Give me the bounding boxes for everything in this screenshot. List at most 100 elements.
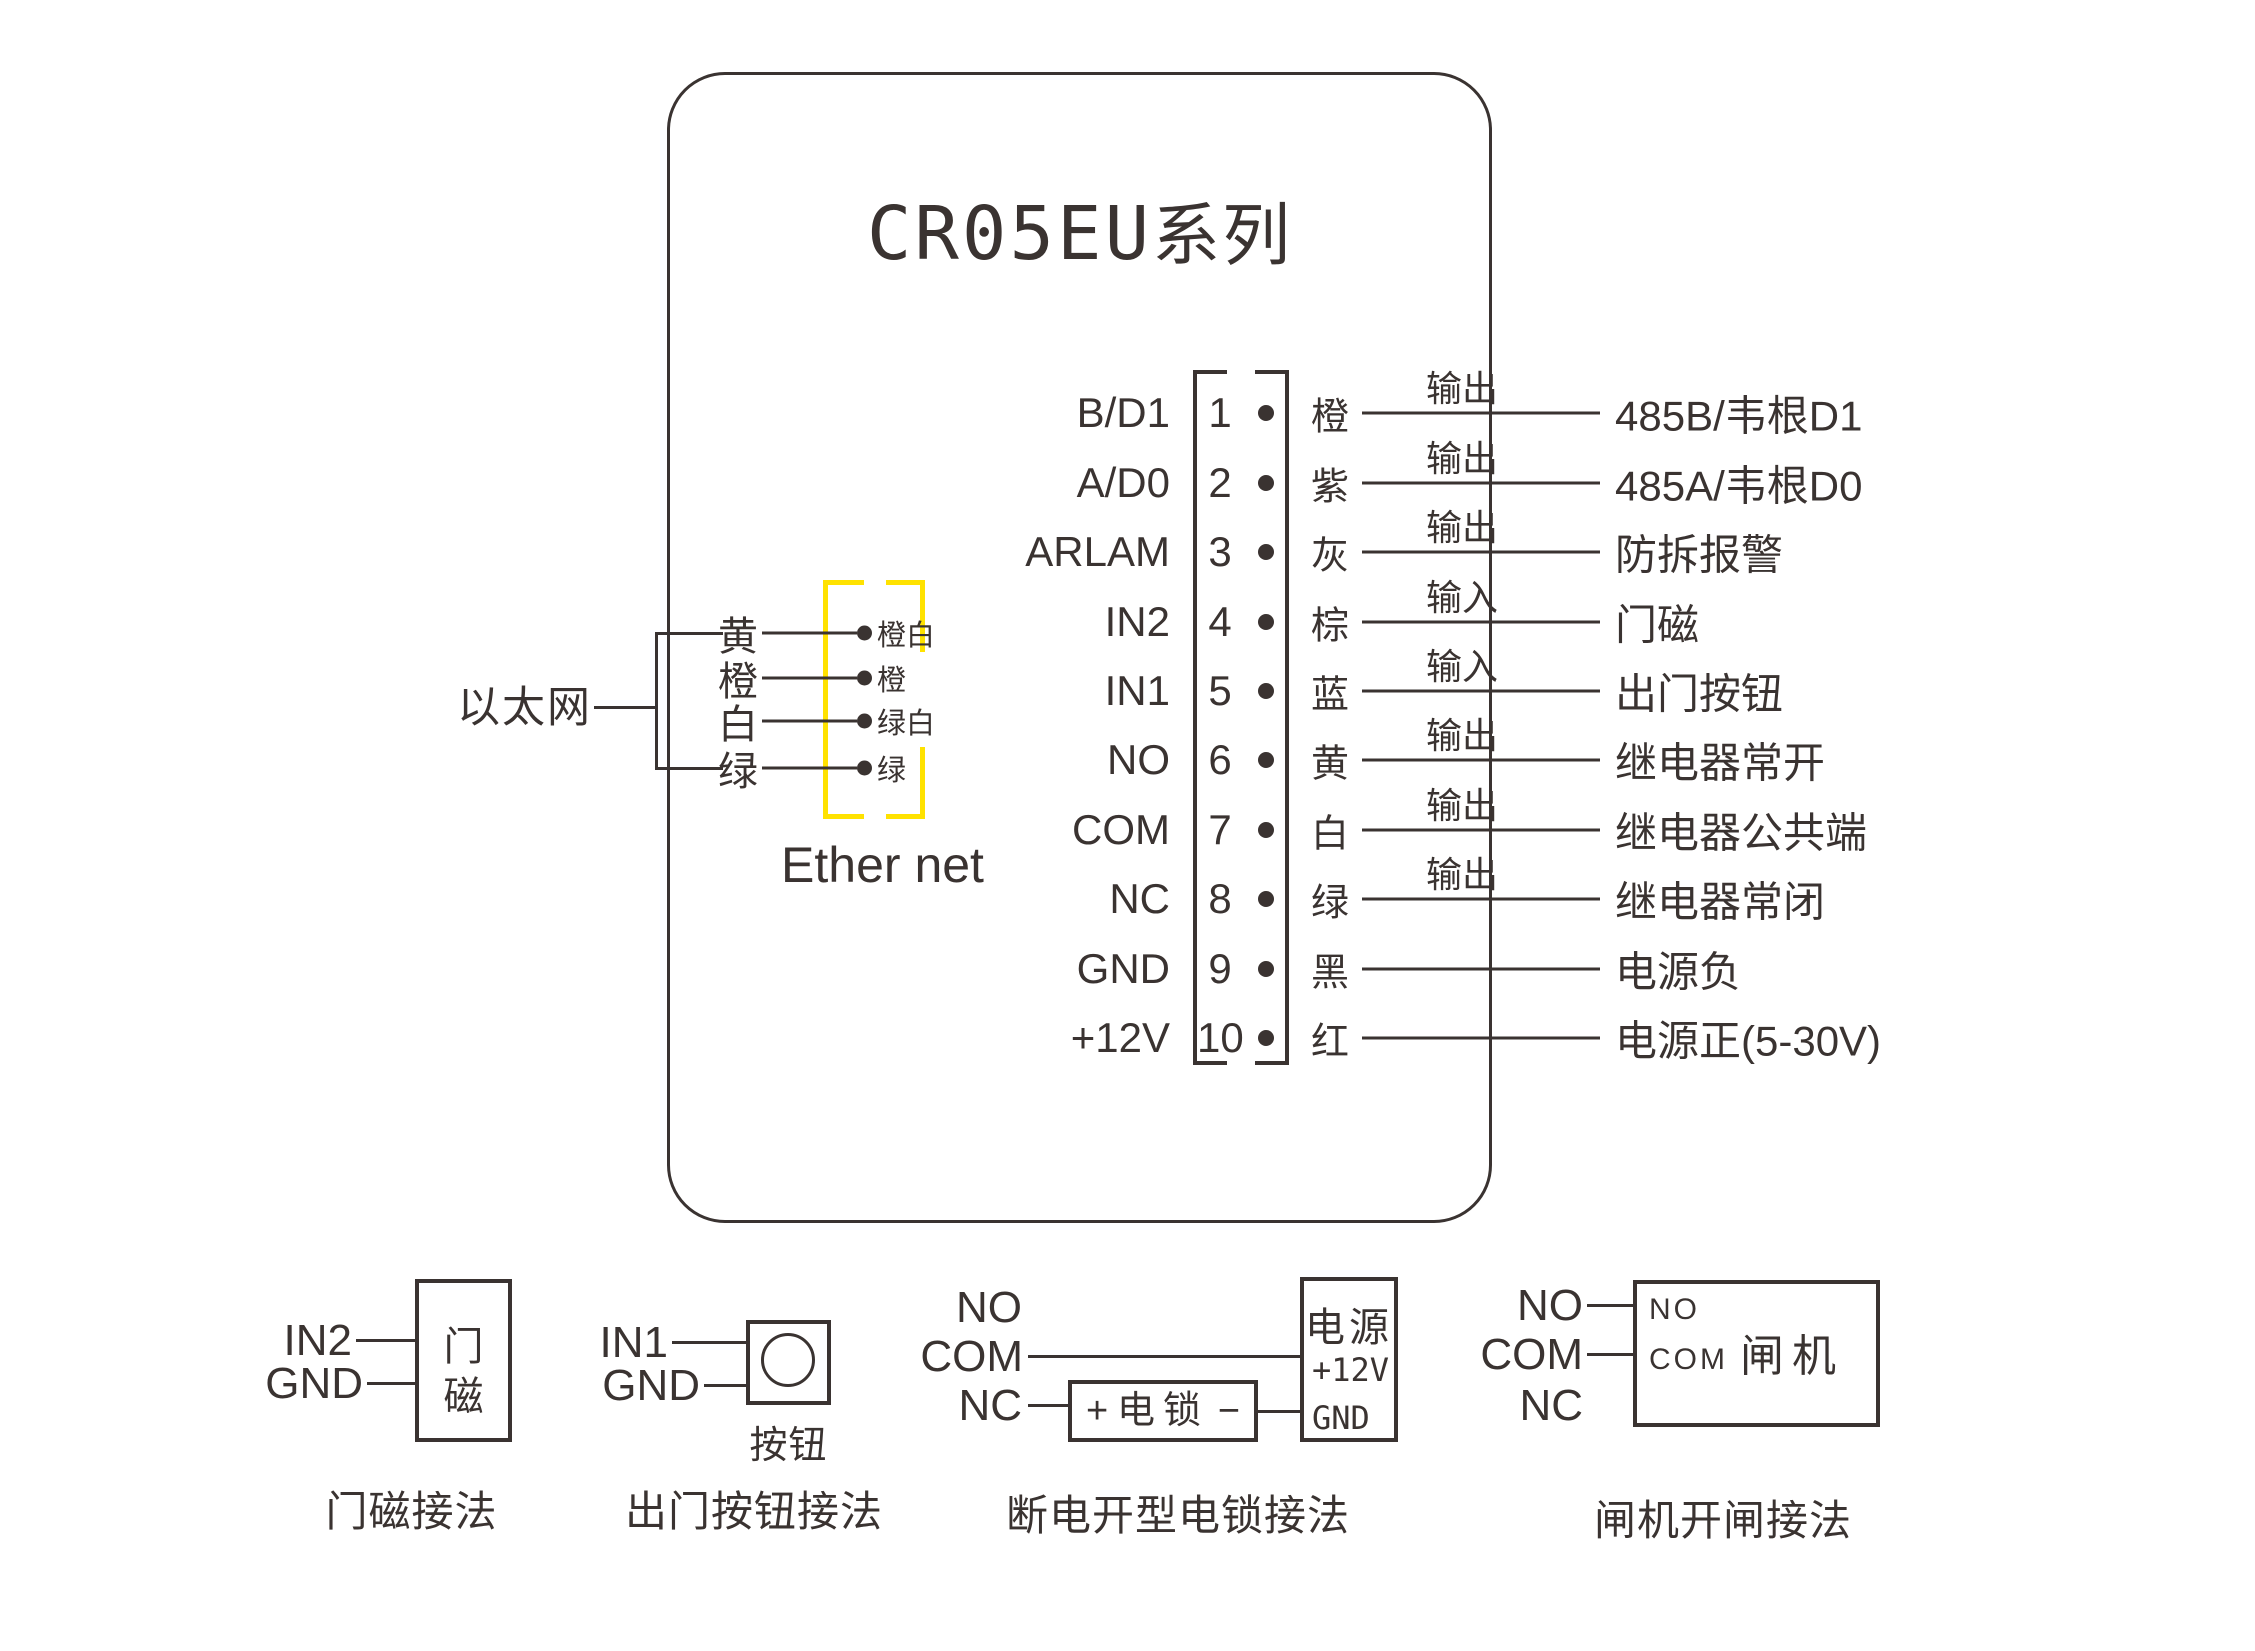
- power-box-negative: GND: [1312, 1399, 1370, 1437]
- direction-label: 输入: [1425, 577, 1498, 618]
- exit-button-wire-gnd: [704, 1384, 746, 1387]
- pin-row: IN1 5 蓝 输入 出门按钮: [0, 646, 2255, 725]
- push-button-icon: [761, 1333, 815, 1387]
- terminal-pin-number: 6: [1208, 736, 1232, 783]
- door-sensor-input-gnd: GND: [265, 1359, 363, 1408]
- direction-label: 输出: [1425, 507, 1498, 548]
- pin-signal-label: GND: [1076, 945, 1170, 992]
- direction-label: 输入: [1425, 646, 1498, 687]
- exit-button-caption: 出门按钮接法: [625, 1488, 884, 1535]
- wire-dot: [857, 713, 872, 729]
- exit-button-input-gnd: GND: [602, 1361, 700, 1410]
- terminal-pin-number: 1: [1208, 389, 1232, 436]
- ethernet-wire-label: 黄: [718, 615, 758, 659]
- wire-dot: [857, 670, 872, 686]
- wire-line: [1362, 481, 1600, 485]
- pin-signal-label: B/D1: [1076, 389, 1170, 436]
- ethernet-wire-label: 白: [718, 703, 758, 747]
- terminal-pin-number: 3: [1208, 528, 1232, 575]
- terminal-dot: [1258, 544, 1274, 560]
- terminal-pin-number: 4: [1208, 598, 1232, 645]
- ethernet-wire-label: 绿: [718, 750, 758, 794]
- wire-color-label: 蓝: [1310, 674, 1349, 717]
- ethernet-pin-label: 绿: [877, 755, 907, 787]
- wire-line: [1362, 1036, 1600, 1040]
- gate-terminal-no: NO: [1517, 1281, 1583, 1330]
- lock-terminal-nc: NC: [958, 1381, 1022, 1430]
- wire-color-label: 黑: [1310, 952, 1349, 995]
- pin-row: IN2 4 棕 输入 门磁: [0, 577, 2255, 656]
- ethernet-bracket-arm-bottom: [655, 767, 723, 770]
- pin-row: NO 6 黄 输出 继电器常开: [0, 715, 2255, 794]
- highlight-bracket-bottom-1: [823, 814, 864, 819]
- controller-outline: [667, 72, 1492, 1223]
- pin-description: 继电器常闭: [1615, 878, 1826, 926]
- electric-lock-box: + 电锁 −: [1068, 1380, 1258, 1442]
- ethernet-wire-row: 黄 橙白: [0, 609, 2255, 659]
- wire-color-label: 红: [1310, 1021, 1349, 1064]
- pin-signal-label: NO: [1107, 736, 1170, 783]
- lock-plus-sign: +: [1086, 1390, 1109, 1432]
- terminal-dot: [1258, 405, 1274, 421]
- wire-line: [1362, 620, 1600, 624]
- ethernet-wire-row: 绿 绿: [0, 744, 2255, 794]
- page-title: CR05EU系列: [667, 180, 1492, 279]
- wire-line: [1362, 550, 1600, 554]
- wire-line: [1362, 411, 1600, 415]
- wire-color-label: 白: [1310, 813, 1349, 856]
- power-supply-box: 电源 +12V GND: [1300, 1277, 1398, 1442]
- door-sensor-input-in2: IN2: [283, 1316, 352, 1365]
- exit-button-input-in1: IN1: [599, 1318, 668, 1367]
- ethernet-wire-row: 白 绿白: [0, 697, 2255, 747]
- gate-wire-com: [1587, 1353, 1633, 1356]
- pin-description: 门磁: [1615, 601, 1700, 649]
- terminal-pin-number: 10: [1197, 1014, 1244, 1061]
- door-sensor-box-label-line2: 磁: [443, 1375, 484, 1419]
- highlight-bracket-bottom-2: [886, 814, 925, 819]
- pin-description: 485B/韦根D1: [1615, 392, 1863, 440]
- lock-terminal-no: NO: [956, 1283, 1022, 1332]
- lock-minus-sign: −: [1217, 1390, 1240, 1432]
- pin-row: +12V 10 红 电源正(5-30V): [0, 1004, 2255, 1072]
- wire-line: [1362, 967, 1600, 971]
- pin-description: 防拆报警: [1615, 531, 1784, 579]
- pin-signal-label: IN1: [1104, 667, 1170, 714]
- wire-color-label: 橙: [1310, 396, 1349, 439]
- terminal-dot: [1258, 475, 1274, 491]
- title-series: 系列: [1152, 198, 1293, 274]
- gate-caption: 闸机开闸接法: [1594, 1497, 1853, 1544]
- pin-description: 电源负: [1615, 948, 1742, 996]
- gate-box: NO COM 闸机: [1633, 1280, 1880, 1427]
- direction-label: 输出: [1425, 715, 1498, 756]
- power-box-title: 电源: [1305, 1306, 1393, 1350]
- terminal-pin-number: 9: [1208, 945, 1232, 992]
- wire-line: [1362, 897, 1600, 901]
- direction-label: 输出: [1425, 438, 1498, 479]
- pin-description: 485A/韦根D0: [1615, 462, 1863, 510]
- pin-description: 出门按钮: [1615, 670, 1784, 718]
- pin-signal-label: IN2: [1104, 598, 1170, 645]
- gate-box-label: 闸机: [1740, 1332, 1844, 1381]
- lock-wire-nc: [1028, 1404, 1068, 1407]
- ethernet-feed-line: [594, 706, 656, 709]
- gate-port-no: NO: [1649, 1293, 1700, 1326]
- ethernet-bracket-arm-top: [655, 632, 723, 635]
- lock-box-label: 电锁: [1116, 1390, 1209, 1432]
- terminal-pin-number: 5: [1208, 667, 1232, 714]
- wire-color-label: 绿: [1310, 882, 1349, 925]
- terminal-dot: [1258, 752, 1274, 768]
- lock-wire-com-power: [1028, 1355, 1300, 1358]
- ethernet-wire-row: 橙 橙: [0, 654, 2255, 704]
- gate-port-com: COM: [1649, 1343, 1728, 1376]
- terminal-pin-number: 2: [1208, 459, 1232, 506]
- power-box-positive: +12V: [1312, 1351, 1390, 1389]
- wire-line: [762, 676, 857, 680]
- wire-dot: [857, 625, 872, 641]
- direction-label: 输出: [1425, 854, 1498, 895]
- door-sensor-box-label-line1: 门: [443, 1325, 484, 1369]
- ethernet-pin-label: 橙白: [877, 620, 936, 652]
- wire-line: [1362, 828, 1600, 832]
- door-sensor-wire-gnd: [367, 1382, 415, 1385]
- lock-terminal-com: COM: [920, 1332, 1023, 1381]
